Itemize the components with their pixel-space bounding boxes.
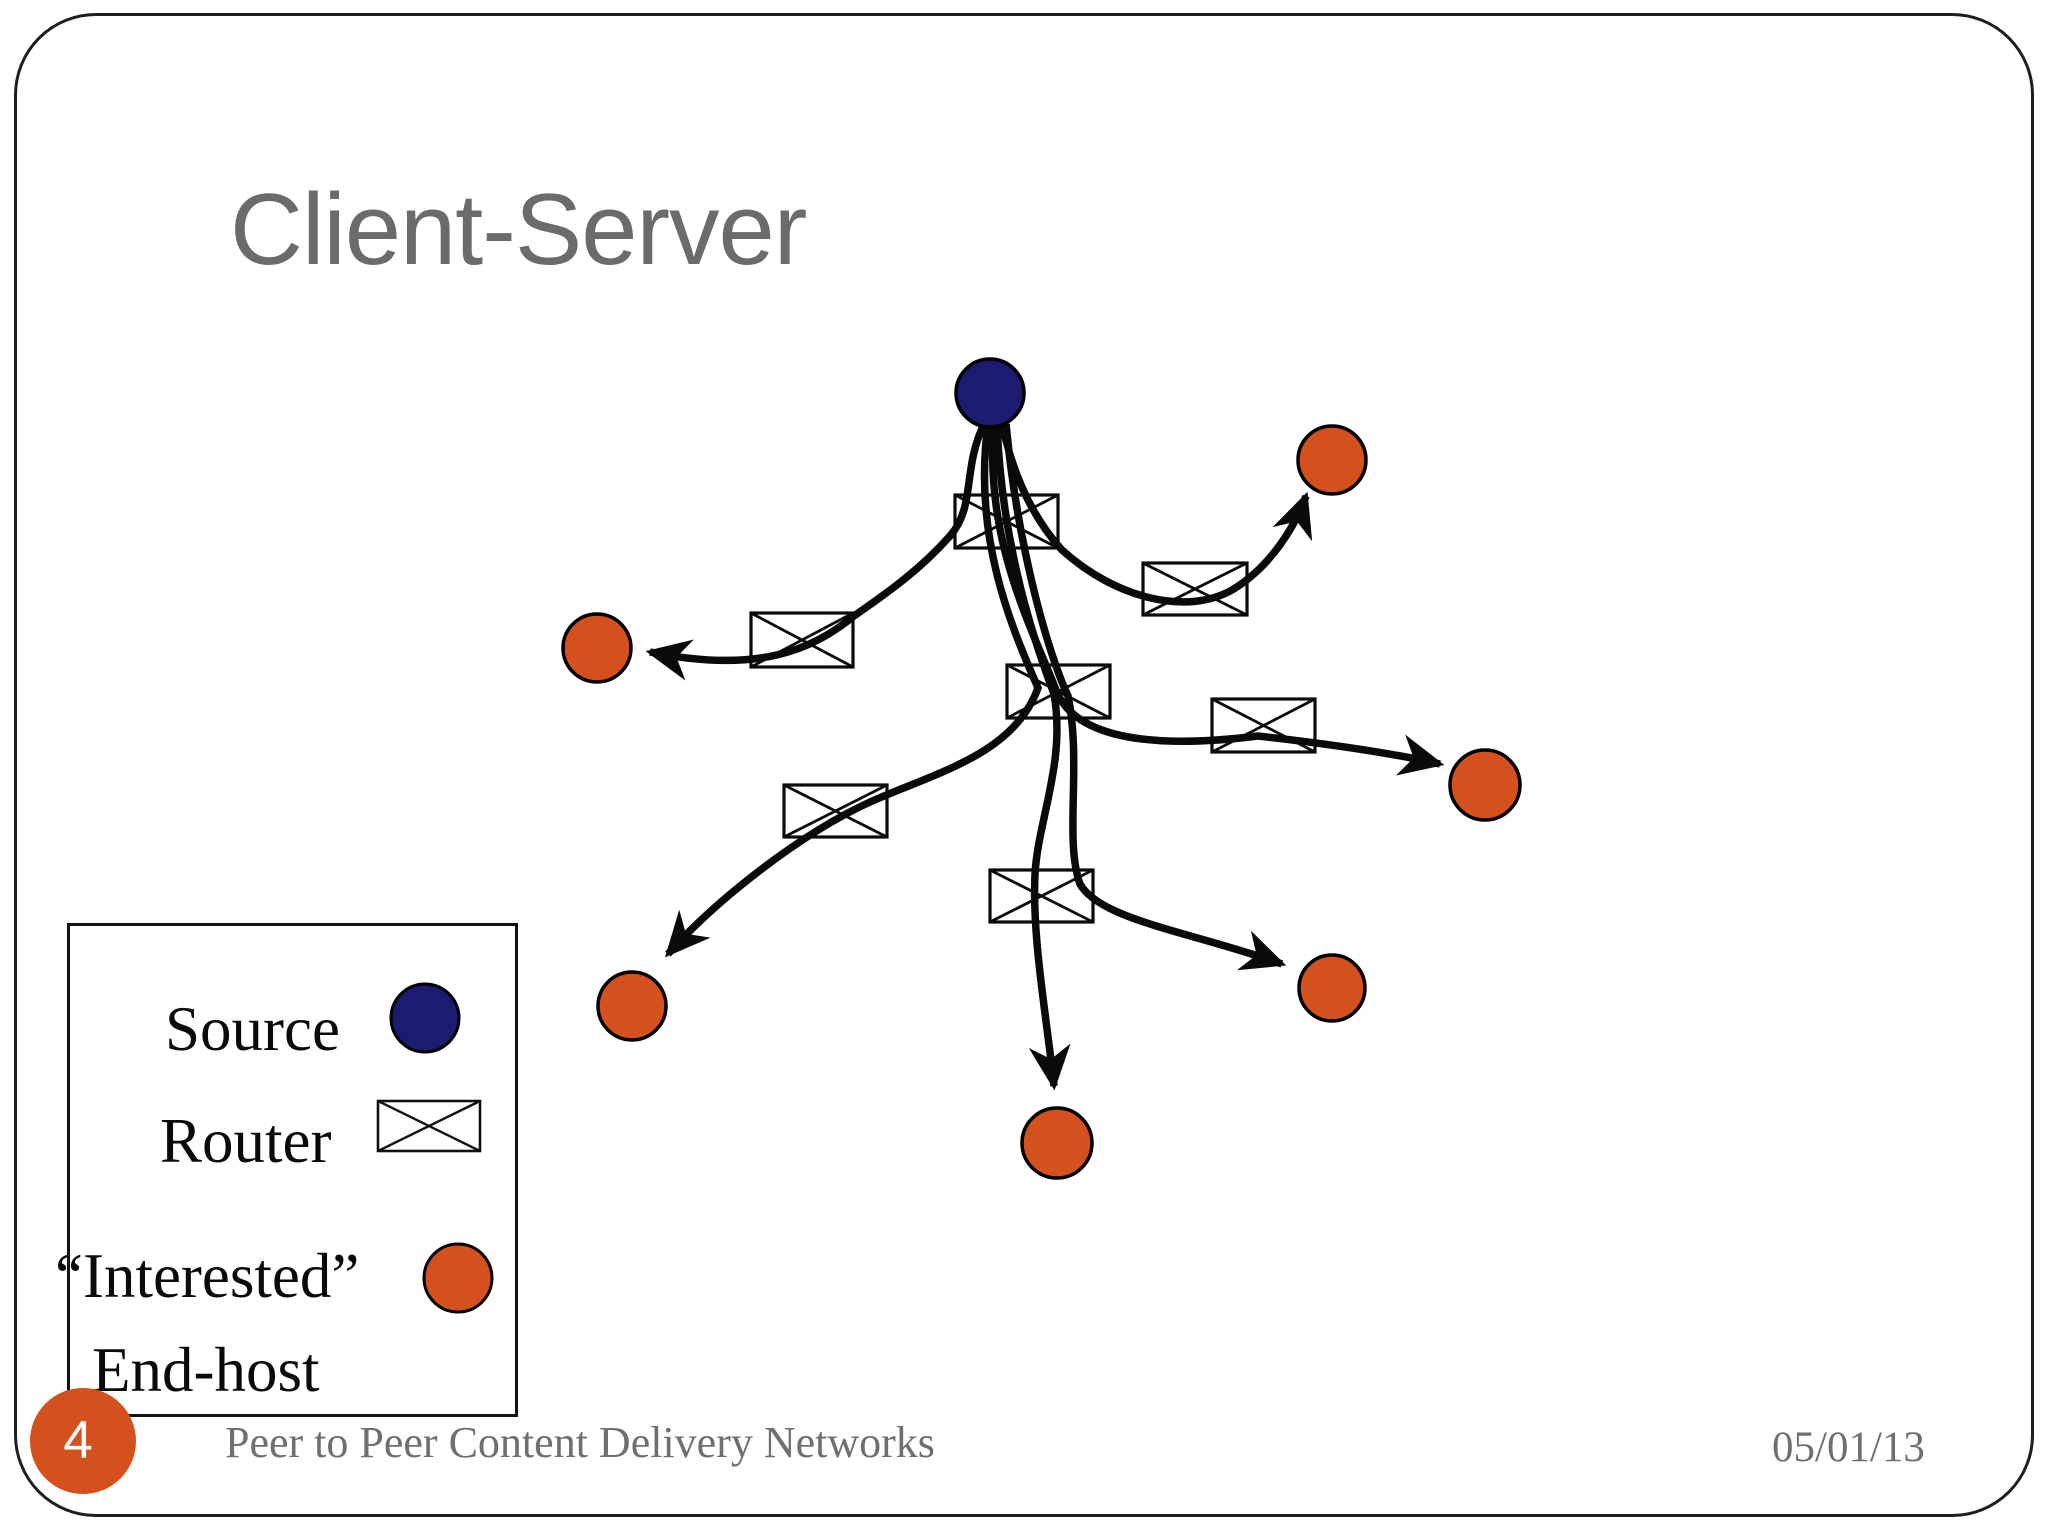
router-left <box>749 611 855 669</box>
slide-title: Client-Server <box>230 174 807 286</box>
page-number: 4 <box>63 1411 93 1470</box>
legend-label-source: Source <box>165 994 340 1064</box>
endhost-left <box>561 612 633 684</box>
source-circle-icon <box>389 982 461 1054</box>
router-lower-left <box>782 783 889 839</box>
legend-label-router: Router <box>160 1106 332 1176</box>
footer-text: Peer to Peer Content Delivery Networks <box>225 1418 935 1467</box>
edges-layer <box>645 422 1445 1091</box>
endhost-bottom-left <box>596 970 668 1042</box>
edge-endhost-bottom-center <box>993 423 1071 1091</box>
edge-endhost-bottom-left <box>665 423 1043 958</box>
legend-label-interested: “Interested” <box>55 1241 360 1311</box>
edge-endhost-bottom-right <box>1002 423 1287 971</box>
endhost-right <box>1448 748 1522 822</box>
page-number-badge: 4 <box>30 1388 136 1494</box>
legend-label-endhost: End-host <box>92 1335 320 1405</box>
edge-endhost-right <box>988 423 1445 776</box>
source-node <box>954 357 1026 429</box>
nodes-layer <box>561 357 1522 1180</box>
legend-box <box>67 923 518 1417</box>
edge-endhost-top-right <box>998 423 1313 606</box>
endhost-circle-icon <box>422 1242 494 1314</box>
slide-border <box>14 13 2034 1517</box>
endhost-bottom-center <box>1020 1106 1094 1180</box>
endhost-top-right <box>1296 424 1368 496</box>
router-box-icon <box>376 1099 482 1153</box>
edge-endhost-left <box>645 422 988 681</box>
date-text: 05/01/13 <box>1772 1424 1925 1471</box>
endhost-bottom-right <box>1297 953 1367 1023</box>
